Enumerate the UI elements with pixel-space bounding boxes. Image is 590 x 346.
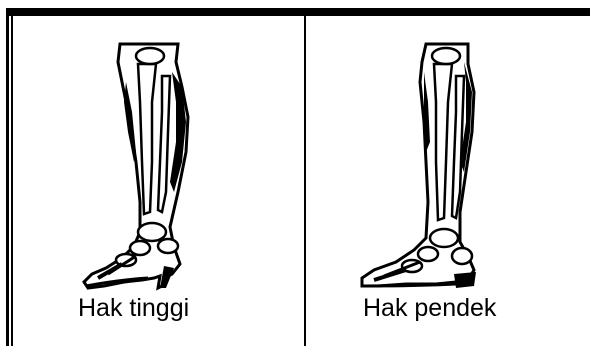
table-cell-high-heel: Hak tinggi: [13, 16, 304, 346]
caption-low-heel: Hak pendek: [363, 296, 496, 321]
table-cell-low-heel: Hak pendek: [306, 16, 590, 346]
low-heel-leg-skeleton-illustration: [356, 42, 486, 292]
table-left-border: [6, 8, 9, 346]
table-top-border: [6, 8, 590, 15]
caption-high-heel: Hak tinggi: [78, 296, 189, 321]
high-heel-leg-skeleton-illustration: [78, 42, 198, 292]
